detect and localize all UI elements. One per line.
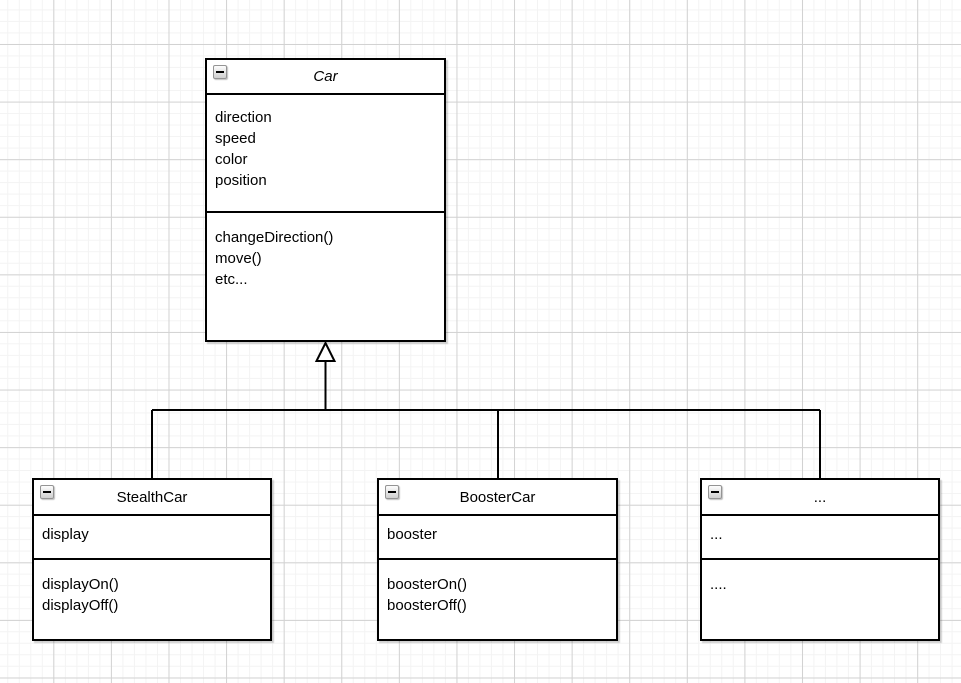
method-row: move() bbox=[215, 250, 262, 267]
methods-section: .... bbox=[702, 560, 938, 639]
collapse-button[interactable] bbox=[385, 485, 399, 499]
attribute-row: direction bbox=[215, 109, 272, 126]
method-row: boosterOn() bbox=[387, 576, 468, 593]
attributes-section: ... bbox=[702, 516, 938, 560]
class-title: StealthCar bbox=[116, 488, 188, 506]
class-title-bar: StealthCar bbox=[34, 480, 270, 516]
class-box-boostercar[interactable]: BoosterCar booster boosterOn() boosterOf… bbox=[377, 478, 618, 641]
class-title: Car bbox=[313, 68, 338, 85]
attributes-section: direction speed color position bbox=[207, 95, 444, 213]
attribute-row: speed bbox=[215, 130, 256, 147]
class-box-car[interactable]: Car direction speed color position chang… bbox=[205, 58, 446, 342]
methods-section: changeDirection() move() etc... bbox=[207, 213, 444, 340]
class-box-stealthcar[interactable]: StealthCar display displayOn() displayOf… bbox=[32, 478, 272, 641]
minus-icon bbox=[216, 71, 224, 73]
method-row: displayOn() bbox=[42, 576, 119, 593]
attribute-row: ... bbox=[710, 526, 723, 543]
methods-section: boosterOn() boosterOff() bbox=[379, 560, 616, 639]
collapse-button[interactable] bbox=[708, 485, 722, 499]
method-row: boosterOff() bbox=[387, 597, 467, 614]
collapse-button[interactable] bbox=[213, 65, 227, 79]
collapse-button[interactable] bbox=[40, 485, 54, 499]
attribute-row: display bbox=[42, 526, 89, 543]
method-row: changeDirection() bbox=[215, 229, 334, 246]
minus-icon bbox=[711, 491, 719, 493]
minus-icon bbox=[43, 491, 51, 493]
methods-section: displayOn() displayOff() bbox=[34, 560, 270, 639]
class-title-bar: BoosterCar bbox=[379, 480, 616, 516]
class-box-ellipsis[interactable]: ... ... .... bbox=[700, 478, 940, 641]
class-title: BoosterCar bbox=[459, 488, 536, 506]
method-row: .... bbox=[710, 576, 727, 593]
class-title-bar: ... bbox=[702, 480, 938, 516]
attribute-row: color bbox=[215, 151, 248, 168]
minus-icon bbox=[388, 491, 396, 493]
class-title-bar: Car bbox=[207, 60, 444, 95]
method-row: etc... bbox=[215, 271, 248, 288]
inheritance-arrowhead-icon bbox=[314, 340, 337, 362]
attributes-section: display bbox=[34, 516, 270, 560]
class-title: ... bbox=[813, 488, 827, 506]
attribute-row: position bbox=[215, 172, 267, 189]
method-row: displayOff() bbox=[42, 597, 119, 614]
attributes-section: booster bbox=[379, 516, 616, 560]
inheritance-edge-lines[interactable] bbox=[151, 361, 821, 478]
attribute-row: booster bbox=[387, 526, 438, 543]
